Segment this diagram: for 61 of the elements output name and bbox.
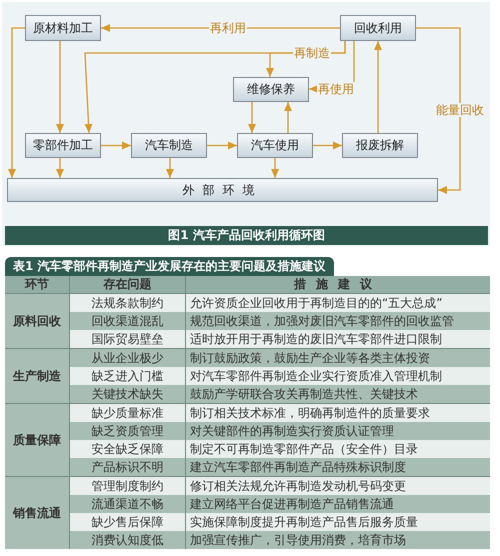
process-box: 原材料加工 [25,15,101,41]
arrow [416,27,461,194]
table-cell: 修订相关法规允许再制造发动机号码变更 [186,476,490,495]
header-cell: 存在问题 [70,276,186,294]
arrow [248,102,256,133]
arrow [207,142,237,150]
table-cell: 缺乏进入门槛 [70,367,186,385]
arrow [271,158,280,178]
table-cell: 适时放开用于再制造的废旧汽车零部件进口限制 [186,330,490,348]
table-cell: 对关键部件的再制造实行资质认证管理 [186,422,490,440]
table-cell: 鼓励产学研联合攻关再制造共性、关键技术 [186,385,490,404]
table-cell: 实施保障制度提升再制造产品售后服务质量 [186,513,490,531]
edge-label: 再制造 [293,46,331,60]
table-cell: 制订鼓励政策，鼓励生产企业等各类主体投资 [186,348,490,367]
header-cell: 环节 [5,276,70,294]
process-box: 汽车使用 [237,133,313,158]
arrow [101,142,131,150]
table-cell: 国际贸易壁垒 [70,330,186,348]
arrow [374,41,382,133]
table-cell: 安全缺乏保障 [70,440,186,458]
table-cell: 法规条款制约 [70,294,186,312]
edge-label: 能量回收 [435,103,485,117]
table-cell: 质量保障 [5,404,70,476]
process-box: 汽车制造 [131,133,207,158]
table-cell: 建立汽车零部件再制造产品特殊标识制度 [186,458,490,476]
table-cell: 回收渠道混乱 [70,312,186,330]
process-box: 报废拆解 [342,133,418,158]
arrow [56,158,64,178]
table-cell: 规范回收渠道，加强对废旧汽车零部件的回收监管 [186,312,490,330]
table-cell: 建立网络平台促进再制造产品销售流通 [186,495,490,513]
edge-label: 再利用 [209,21,247,35]
table-cell: 制订相关技术标准，明确再制造件的质量要求 [186,404,490,422]
table-cell: 从业企业极少 [70,348,186,367]
table-cell: 允许资质企业回收用于再制造目的的“五大总成” [186,294,490,312]
edge-label: 再使用 [317,82,355,96]
table-cell: 管理制度制约 [70,476,186,495]
table-cell: 原料回收 [5,294,70,348]
arrow [313,142,342,150]
table-cell: 消费认知度低 [70,531,186,549]
table-cell: 生产制造 [5,348,70,404]
process-box: 维修保养 [233,77,309,102]
figure-caption: 图1 汽车产品回收利用循环图 [5,226,488,245]
table-cell: 关键技术缺失 [70,385,186,404]
header-cell: 措施建议 [186,276,490,294]
arrow [284,102,292,133]
process-box: 回收利用 [340,15,416,41]
table-cell: 制定不可再制造零部件产品（安全件）目录 [186,440,490,458]
table-cell: 产品标识不明 [70,458,186,476]
table-cell: 缺乏资质管理 [70,422,186,440]
arrow [166,158,174,178]
table-cell: 流通渠道不畅 [70,495,186,513]
table-cell: 缺少售后保障 [70,513,186,531]
arrow [56,41,64,133]
table-cell: 对汽车零部件再制造企业实行资质准入管理机制 [186,367,490,385]
table-cell: 缺少质量标准 [70,404,186,422]
arrow [8,27,25,178]
table-title: 表1 汽车零部件再制造产业发展存在的主要问题及措施建议 [5,257,334,276]
table-cell: 加强宣传推广，引导使用消费，培育市场 [186,531,490,549]
environment-band: 外部环境 [7,178,438,202]
table-cell: 销售流通 [5,476,70,549]
process-box: 零部件加工 [25,133,101,158]
